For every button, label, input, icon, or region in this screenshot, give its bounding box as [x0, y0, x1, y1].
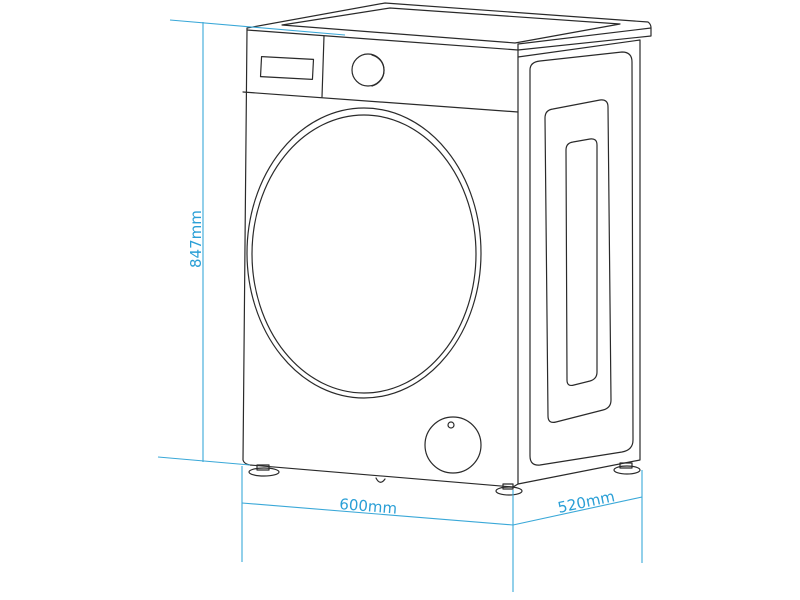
- program-knob[interactable]: [351, 53, 385, 87]
- depth-label: 520mm: [556, 487, 616, 517]
- feet: [248, 462, 641, 496]
- height-label: 847mm: [187, 210, 205, 268]
- washing-machine: [242, 2, 652, 496]
- width-label: 600mm: [339, 495, 398, 518]
- filter-cover[interactable]: [424, 416, 482, 474]
- depth-dimension: 520mm: [512, 470, 643, 563]
- side-face: [517, 39, 641, 485]
- door[interactable]: [246, 107, 482, 399]
- height-dimension: 847mm: [157, 19, 346, 466]
- display-panel: [259, 56, 315, 80]
- front-face: [242, 29, 519, 488]
- width-dimension: 600mm: [241, 466, 514, 592]
- top-panel: [246, 2, 652, 51]
